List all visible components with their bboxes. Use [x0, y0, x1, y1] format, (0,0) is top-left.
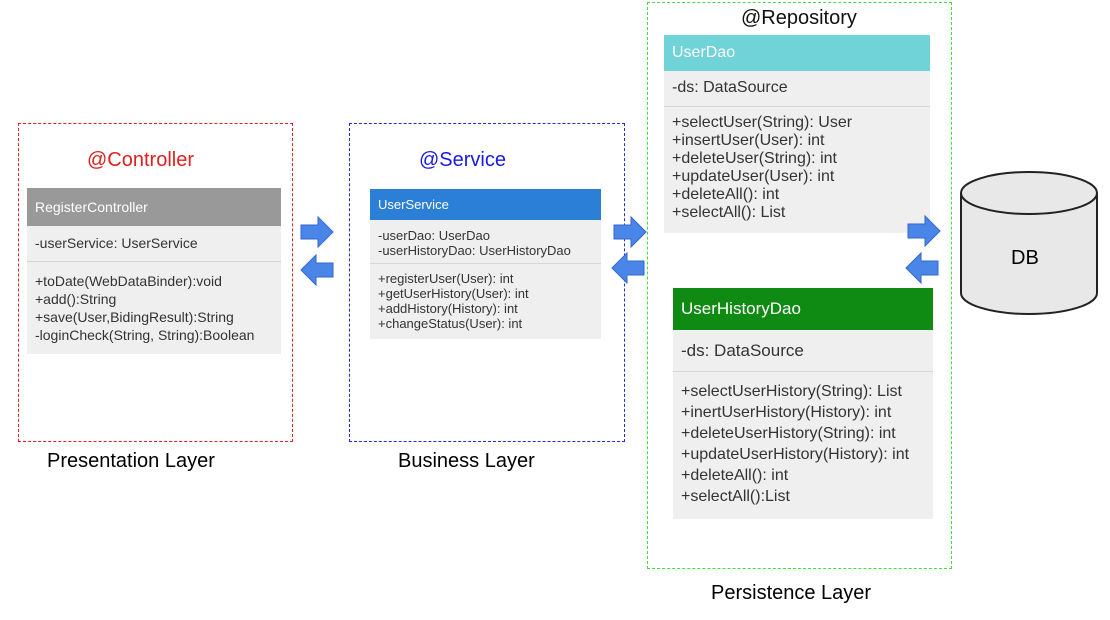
- arrow-left-icon: [611, 252, 645, 284]
- class-fields: -ds: DataSource: [673, 330, 933, 372]
- class-name: UserDao: [672, 44, 736, 61]
- user-service-class: UserService -userDao: UserDao -userHisto…: [370, 189, 601, 339]
- presentation-layer-box: [18, 123, 293, 442]
- class-methods: +selectUser(String): User +insertUser(Us…: [664, 107, 930, 222]
- class-method: +selectAll(): List: [672, 204, 786, 221]
- database-label: DB: [1011, 247, 1039, 269]
- class-method: +add():String: [35, 291, 117, 307]
- repository-annotation: @Repository: [741, 7, 857, 29]
- class-method: +toDate(WebDataBinder):void: [35, 273, 222, 289]
- user-dao-class: UserDao -ds: DataSource +selectUser(Stri…: [664, 35, 930, 233]
- class-method: +save(User,BidingResult):String: [35, 309, 234, 325]
- class-field: -userService: UserService: [35, 235, 198, 251]
- business-layer-box: [349, 123, 625, 442]
- arrow-right-icon: [300, 216, 334, 248]
- class-method: +updateUserHistory(History): int: [681, 446, 910, 463]
- class-fields: -userDao: UserDao -userHistoryDao: UserH…: [370, 220, 601, 264]
- presentation-layer-label: Presentation Layer: [47, 450, 215, 472]
- class-field: -ds: DataSource: [672, 79, 788, 96]
- arrow-left-icon: [300, 254, 334, 286]
- class-method: +deleteAll(): int: [672, 186, 780, 203]
- class-method: +deleteUser(String): int: [672, 150, 837, 167]
- class-methods: +selectUserHistory(String): List +inertU…: [673, 372, 933, 507]
- class-method: -loginCheck(String, String):Boolean: [35, 327, 255, 343]
- persistence-layer-label: Persistence Layer: [711, 582, 872, 604]
- class-name: UserService: [378, 197, 449, 212]
- class-fields: -ds: DataSource: [664, 71, 930, 107]
- class-method: +registerUser(User): int: [378, 271, 514, 286]
- class-header: UserService: [370, 189, 601, 220]
- class-fields: -userService: UserService: [27, 226, 281, 262]
- class-method: +updateUser(User): int: [672, 168, 835, 185]
- class-method: +inertUserHistory(History): int: [681, 404, 892, 421]
- user-history-dao-class: UserHistoryDao -ds: DataSource +selectUs…: [673, 288, 933, 519]
- class-method: +insertUser(User): int: [672, 132, 825, 149]
- class-field: -userHistoryDao: UserHistoryDao: [378, 243, 571, 258]
- class-name: RegisterController: [35, 199, 148, 215]
- class-header: RegisterController: [27, 188, 281, 226]
- class-method: +selectUserHistory(String): List: [681, 383, 902, 400]
- controller-annotation: @Controller: [87, 149, 195, 171]
- class-method: +selectAll():List: [681, 488, 790, 505]
- class-field: -ds: DataSource: [681, 341, 804, 360]
- arrow-right-icon: [613, 216, 647, 248]
- arrow-right-icon: [907, 215, 941, 247]
- class-methods: +registerUser(User): int +getUserHistory…: [370, 264, 601, 331]
- class-method: +changeStatus(User): int: [378, 316, 523, 331]
- class-method: +getUserHistory(User): int: [378, 286, 529, 301]
- class-methods: +toDate(WebDataBinder):void +add():Strin…: [27, 262, 281, 344]
- arrow-left-icon: [905, 252, 939, 284]
- class-header: UserDao: [664, 35, 930, 71]
- register-controller-class: RegisterController -userService: UserSer…: [27, 188, 281, 354]
- service-annotation: @Service: [419, 149, 506, 171]
- class-method: +addHistory(History): int: [378, 301, 518, 316]
- class-name: UserHistoryDao: [681, 299, 801, 318]
- database-icon: [960, 171, 1098, 315]
- business-layer-label: Business Layer: [398, 450, 535, 472]
- class-header: UserHistoryDao: [673, 288, 933, 330]
- class-method: +deleteAll(): int: [681, 467, 789, 484]
- persistence-layer-box: [647, 2, 952, 569]
- class-method: +selectUser(String): User: [672, 114, 853, 131]
- class-field: -userDao: UserDao: [378, 228, 490, 243]
- class-method: +deleteUserHistory(String): int: [681, 425, 896, 442]
